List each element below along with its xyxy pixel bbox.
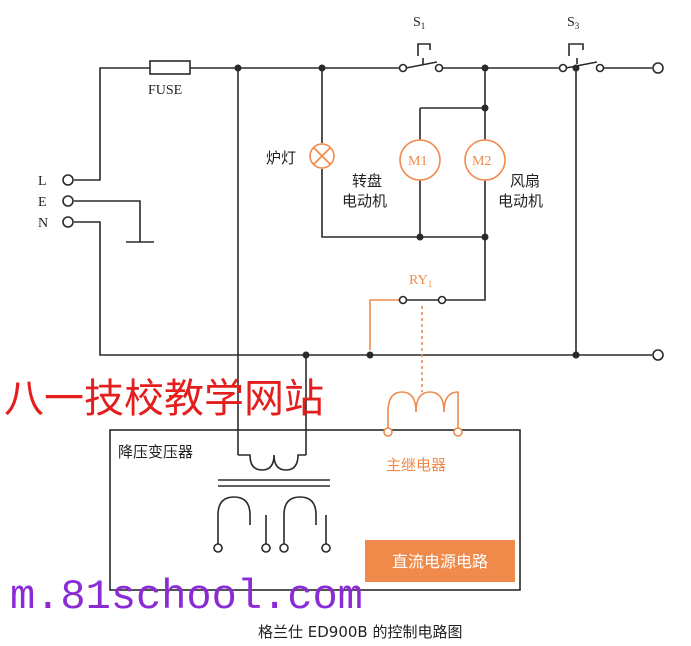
switch-s3-actuator <box>568 43 584 64</box>
terminal-n-label: N <box>38 216 48 231</box>
wire-n <box>74 221 652 356</box>
wire-m-top <box>419 68 486 140</box>
switch-s1-blade <box>405 61 438 69</box>
dc-supply-label: 直流电源电路 <box>392 552 488 571</box>
dc-supply-box <box>365 540 515 582</box>
terminal-l-label: L <box>38 174 47 189</box>
relay-contact-ry1-lead <box>369 299 405 350</box>
switch-s3-blade <box>565 61 598 69</box>
terminals <box>62 62 664 553</box>
junction-dots <box>234 64 580 359</box>
fan-motor-label-1: 风扇 <box>510 172 540 190</box>
switch-s1-actuator <box>417 43 431 64</box>
switch-s3-label: S3 <box>567 15 580 31</box>
fuse-label: FUSE <box>148 83 182 98</box>
transformer-secondary-right <box>283 496 327 547</box>
transformer-core <box>218 479 330 487</box>
terminal-e-label: E <box>38 195 47 210</box>
transformer-secondary-left <box>217 496 267 547</box>
motor-m2-label: M2 <box>472 154 491 169</box>
watermark-url: m.81school.com <box>10 573 363 621</box>
turntable-motor-label-1: 转盘 <box>352 172 382 190</box>
fan-motor-label-2: 电动机 <box>498 192 543 210</box>
control-box <box>109 429 521 591</box>
wire-l <box>74 67 150 181</box>
wire-m2-bottom <box>440 180 486 301</box>
motor-m1-icon <box>399 139 441 181</box>
watermark-cn: 八一技校教学网站 <box>4 376 324 422</box>
relay-contact-label: RY1 <box>409 273 432 289</box>
turntable-motor-label-2: 电动机 <box>342 192 387 210</box>
switch-s1-label: S1 <box>413 15 425 31</box>
motor-m2-icon <box>464 139 506 181</box>
lamp-cross <box>313 147 331 165</box>
relay-coil <box>387 391 459 432</box>
wire-e <box>74 200 141 242</box>
lamp-label: 炉灯 <box>266 149 296 167</box>
transformer-primary-coil <box>238 454 306 471</box>
fuse <box>149 60 191 75</box>
wire-lamp <box>321 68 485 238</box>
main-relay-label: 主继电器 <box>386 456 446 474</box>
transformer-label: 降压变压器 <box>118 443 193 461</box>
motor-m1-label: M1 <box>408 154 427 169</box>
caption: 格兰仕 ED900B 的控制电路图 <box>258 623 463 641</box>
